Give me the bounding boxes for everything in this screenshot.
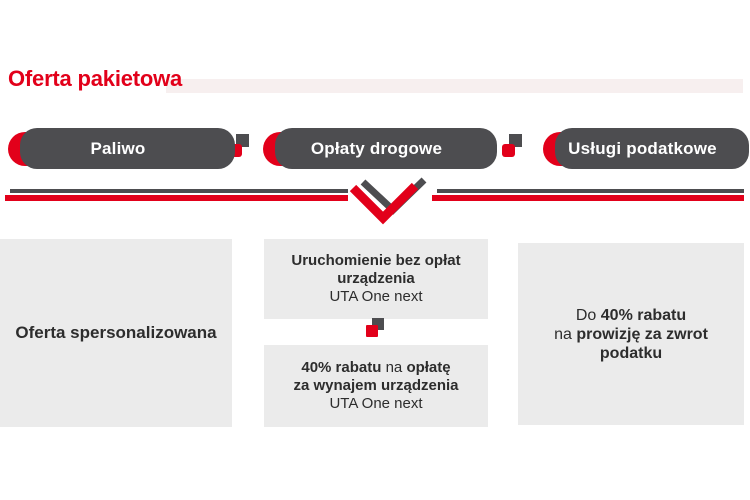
chevron-down-icon	[344, 177, 428, 227]
page-title: Oferta pakietowa	[8, 66, 183, 91]
tab-connector-square	[502, 134, 522, 157]
divider-shadow-right	[437, 189, 744, 193]
card-connector-square	[366, 318, 384, 337]
divider-shadow-left	[10, 189, 348, 193]
tab-uslugi-podatkowe-label: Usługi podatkowe	[568, 139, 717, 158]
tab-paliwo-label: Paliwo	[90, 139, 146, 158]
tab-paliwo[interactable]: Paliwo	[8, 128, 235, 169]
tab-oplaty-drogowe-label: Opłaty drogowe	[310, 139, 443, 158]
connector-square	[502, 144, 515, 157]
connector-square	[366, 325, 378, 337]
connector-shadow	[236, 134, 249, 147]
tab-uslugi-podatkowe[interactable]: Usługi podatkowe	[543, 128, 749, 169]
divider-line-right	[432, 195, 744, 201]
tab-oplaty-drogowe[interactable]: Opłaty drogowe	[263, 128, 497, 169]
connector-shadow	[509, 134, 522, 147]
divider-line-left	[5, 195, 348, 201]
title-underline-band	[166, 79, 743, 93]
benefit-card-personalized-offer: Oferta spersonalizowana	[0, 239, 232, 427]
